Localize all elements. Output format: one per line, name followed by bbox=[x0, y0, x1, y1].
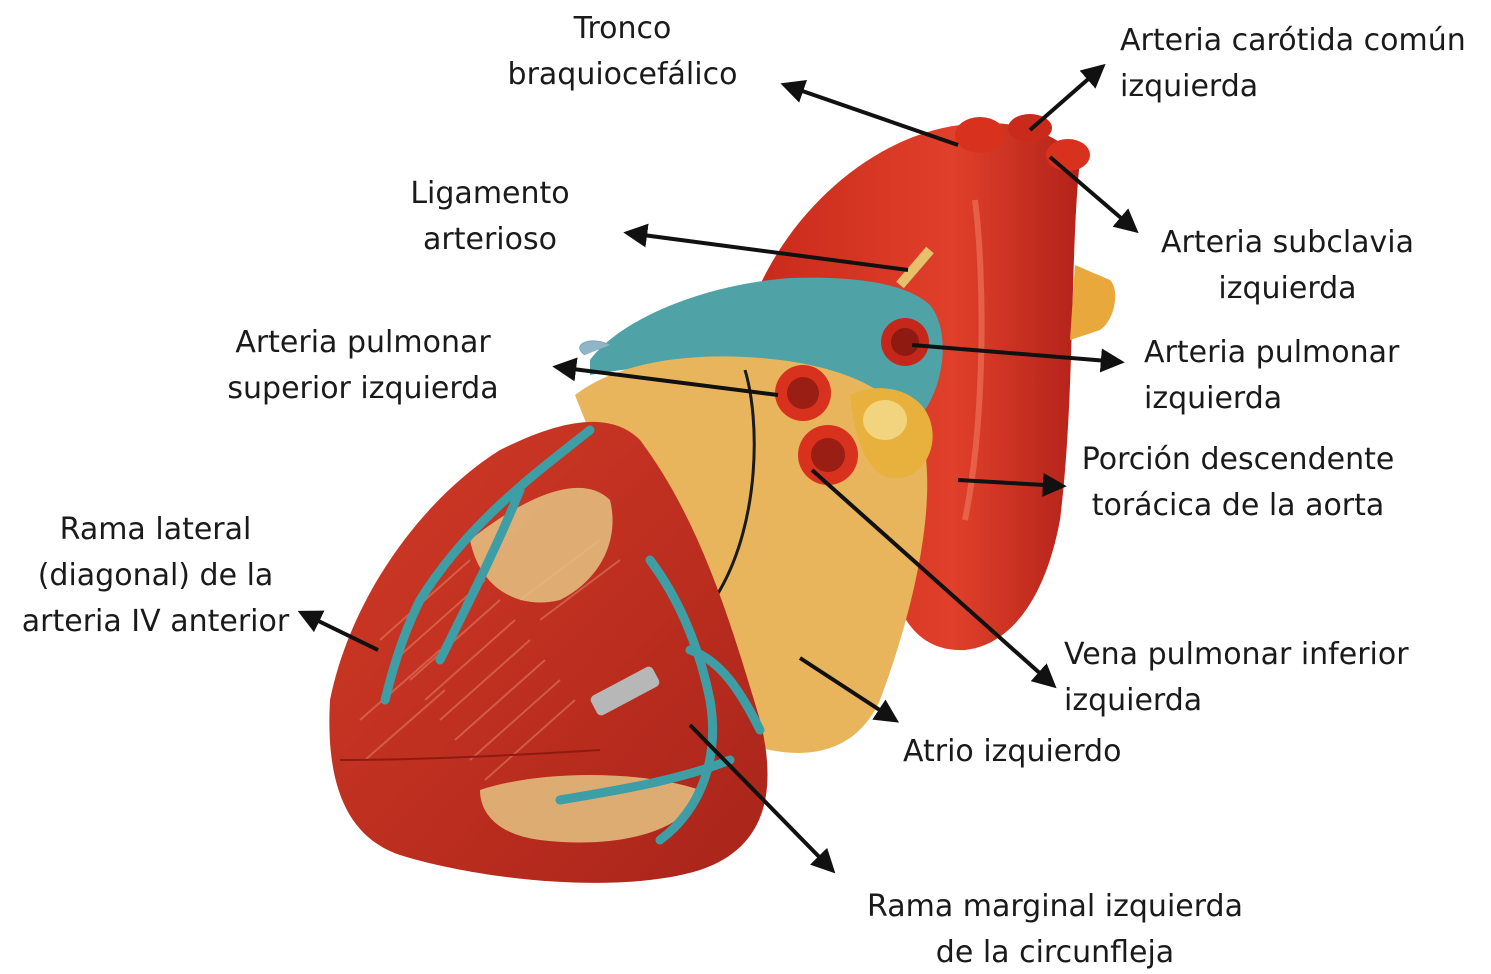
label-line: Ligamento bbox=[395, 171, 585, 217]
label-line: torácica de la aorta bbox=[1068, 483, 1408, 529]
label-line: izquierda bbox=[1120, 64, 1466, 110]
label-line: Arteria pulmonar bbox=[1144, 330, 1399, 376]
label-line: arteria IV anterior bbox=[8, 599, 303, 645]
label-line: Vena pulmonar inferior bbox=[1064, 632, 1409, 678]
label-line: izquierda bbox=[1144, 376, 1399, 422]
label-arteria-subclavia: Arteria subclavia izquierda bbox=[1150, 220, 1425, 312]
label-line: Arteria subclavia bbox=[1150, 220, 1425, 266]
label-line: Tronco bbox=[500, 6, 745, 52]
label-line: izquierda bbox=[1150, 266, 1425, 312]
label-line: Rama marginal izquierda bbox=[855, 884, 1255, 930]
label-line: izquierda bbox=[1064, 678, 1409, 724]
label-rama-marginal: Rama marginal izquierda de la circunflej… bbox=[855, 884, 1255, 974]
label-tronco-braquiocefalico: Tronco braquiocefálico bbox=[500, 6, 745, 98]
label-rama-lateral: Rama lateral (diagonal) de la arteria IV… bbox=[8, 507, 303, 645]
label-line: Atrio izquierdo bbox=[903, 729, 1121, 775]
label-arteria-carotida: Arteria carótida común izquierda bbox=[1120, 18, 1466, 110]
label-line: de la circunfleja bbox=[855, 930, 1255, 974]
label-atrio-izquierdo: Atrio izquierdo bbox=[903, 729, 1121, 775]
label-vena-pulmonar-inferior: Vena pulmonar inferior izquierda bbox=[1064, 632, 1409, 724]
label-arteria-pulmonar-izquierda: Arteria pulmonar izquierda bbox=[1144, 330, 1399, 422]
label-line: Arteria pulmonar bbox=[218, 320, 508, 366]
label-line: braquiocefálico bbox=[500, 52, 745, 98]
label-line: superior izquierda bbox=[218, 366, 508, 412]
label-porcion-descendente: Porción descendente torácica de la aorta bbox=[1068, 437, 1408, 529]
label-line: (diagonal) de la bbox=[8, 553, 303, 599]
label-ligamento-arterioso: Ligamento arterioso bbox=[395, 171, 585, 263]
label-line: Rama lateral bbox=[8, 507, 303, 553]
label-line: Porción descendente bbox=[1068, 437, 1408, 483]
label-line: arterioso bbox=[395, 217, 585, 263]
label-arteria-pulmonar-superior: Arteria pulmonar superior izquierda bbox=[218, 320, 508, 412]
label-line: Arteria carótida común bbox=[1120, 18, 1466, 64]
arrow-tronco bbox=[785, 85, 958, 145]
arrow-carotida bbox=[1030, 67, 1102, 130]
